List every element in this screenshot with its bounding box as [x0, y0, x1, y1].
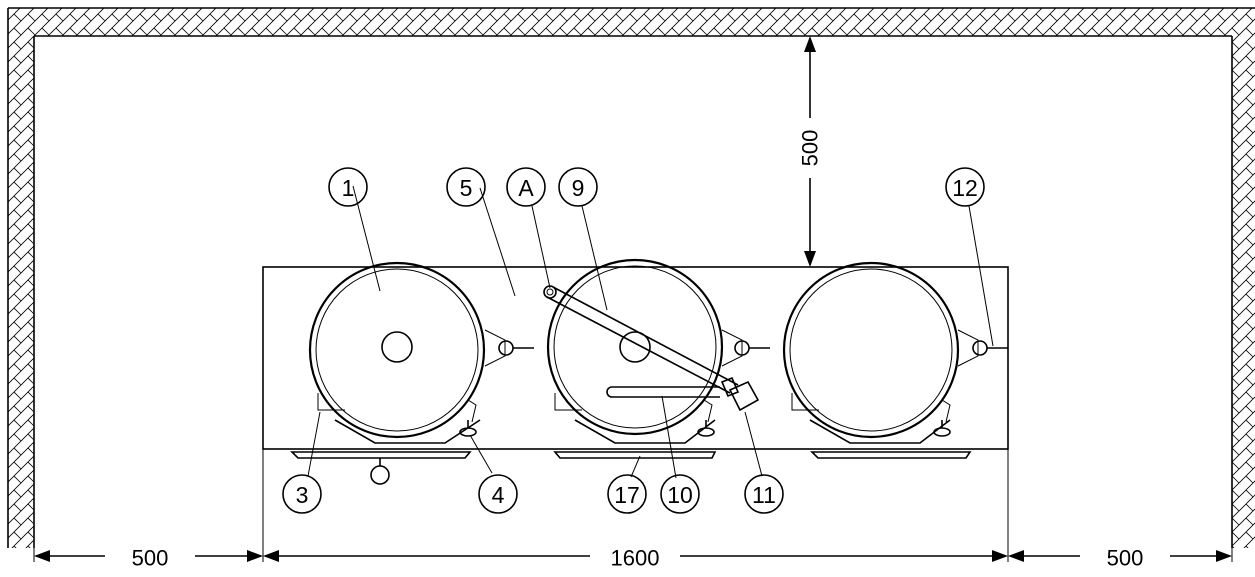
dimension-top-clearance-label: 500	[798, 130, 823, 167]
callout-17: 17	[607, 474, 647, 514]
callout-3-label: 3	[296, 482, 309, 508]
callout-5-label: 5	[460, 175, 473, 201]
wall-hatching	[7, 7, 1255, 548]
dimension-left-clearance-label: 500	[132, 546, 169, 571]
callout-a-label: A	[518, 175, 534, 201]
callout-10-label: 10	[667, 482, 693, 508]
unit-left	[290, 261, 534, 485]
callout-12-label: 12	[952, 175, 978, 201]
callout-10: 10	[660, 474, 700, 514]
callout-1: 1	[328, 167, 368, 207]
callout-a: A	[506, 167, 546, 207]
dimension-bottom: 500 1600 500	[33, 449, 1233, 571]
callout-4-label: 4	[492, 482, 505, 508]
callout-4: 4	[478, 474, 518, 514]
dimension-total-width-label: 1600	[611, 546, 660, 571]
callout-11-label: 11	[752, 482, 776, 508]
callout-5: 5	[446, 167, 486, 207]
unit-right	[782, 261, 1008, 459]
callout-17-label: 17	[614, 482, 640, 508]
base-frame	[262, 266, 1009, 450]
unit-middle	[543, 258, 770, 459]
callout-11: 11	[744, 474, 784, 514]
dimension-right-clearance-label: 500	[1107, 546, 1144, 571]
callout-3: 3	[282, 474, 322, 514]
callout-9-label: 9	[572, 175, 585, 201]
callout-9: 9	[558, 167, 598, 207]
callout-1-label: 1	[342, 175, 355, 201]
callout-12: 12	[945, 167, 985, 207]
dimension-top-clearance: 500	[798, 36, 823, 267]
